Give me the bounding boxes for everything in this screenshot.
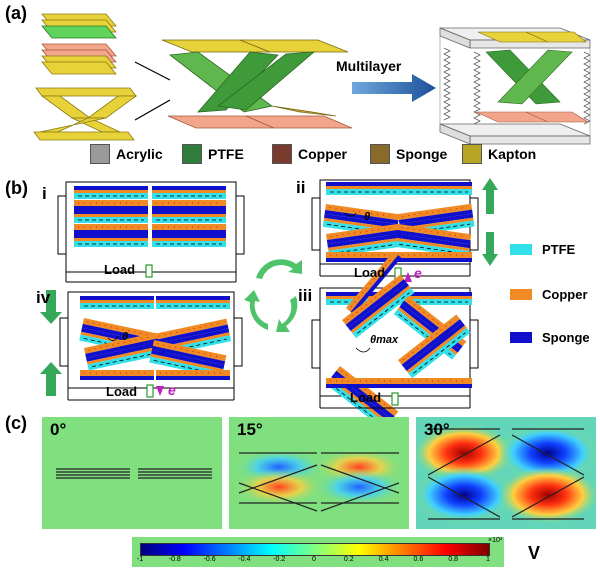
colorbar-tick: -0.6 [203,556,216,563]
state-iv-diagram [59,291,243,401]
potential-map-0deg: 0° [42,417,222,529]
legend-sponge-b-label: Sponge [542,330,590,345]
legend-ptfe-b-label: PTFE [542,242,576,257]
cycle-arrows [244,259,302,332]
legend-copper-b-label: Copper [542,287,588,302]
state-iii-label: iii [298,286,313,305]
colorbar-tick: -0.2 [273,556,286,563]
colorbar-tick: 1 [486,556,490,563]
theta-max-label: θmax [370,334,399,346]
legend-sponge-a-label: Sponge [396,146,448,162]
multilayer-device [439,27,591,145]
load-label-iv: Load [106,384,138,399]
legend-acrylic: Acrylic [90,144,163,164]
colorbar-tick: 0 [312,556,316,563]
colorbar-tick: 0.4 [378,556,389,563]
legend-copper-a: Copper [272,144,347,164]
legend-kapton: Kapton [462,144,536,164]
legend-kapton-label: Kapton [488,146,537,162]
colorbar-tick: -0.4 [238,556,251,563]
ptfe-b-swatch [510,244,532,255]
electron-label-ii: e [414,265,422,281]
state-i-diagram [57,181,245,283]
colorbar-tick: -0.8 [168,556,181,563]
panel-b-label: (b) [5,178,28,198]
kapton-swatch [462,144,482,164]
potential-map-30deg: 30° [416,417,596,529]
sponge-swatch [370,144,390,164]
multilayer-arrow [352,74,436,102]
colorbar-tick: -1 [136,556,144,563]
theta-label-ii: θ [364,211,371,223]
angle-15-label: 15° [237,420,263,439]
colorbar-unit: V [528,543,541,563]
panel-c-label: (c) [5,413,27,433]
legend-sponge-a: Sponge [370,144,447,164]
potential-map-15deg: 15° [229,417,409,529]
load-label-ii: Load [354,265,386,280]
legend-sponge-b: Sponge [510,330,590,345]
colorbar-tick: 0.2 [343,556,354,563]
state-ii-diagram [311,179,479,282]
legend-ptfe-a-label: PTFE [208,146,244,162]
sponge-b-swatch [510,332,532,343]
ptfe-swatch [182,144,202,164]
state-i-label: i [42,184,47,203]
electron-label-iv: e [168,382,176,398]
acrylic-swatch [90,144,110,164]
colorbar [140,543,490,556]
legend-acrylic-label: Acrylic [116,146,163,162]
angle-30-label: 30° [424,420,450,439]
electrodes-0deg [56,468,212,479]
state-iv-label: iv [36,288,51,307]
field-30deg [416,417,596,529]
angle-0-label: 0° [50,420,67,439]
legend-copper-a-label: Copper [298,146,347,162]
panel-a-label: (a) [5,3,27,23]
colorbar-tick: 0.8 [448,556,459,563]
legend-ptfe-b: PTFE [510,242,575,257]
legend-copper-b: Copper [510,287,588,302]
load-label-iii: Load [350,390,382,405]
state-ii-label: ii [296,178,306,197]
assembled-unit [161,39,353,129]
colorbar-exponent: ×10³ [488,537,503,544]
state-iii-diagram [311,250,479,431]
compression-arrows [40,178,498,396]
legend-ptfe-a: PTFE [182,144,244,164]
load-label-i: Load [104,262,136,277]
multilayer-label: Multilayer [336,58,402,74]
kapton-frame [33,87,138,141]
colorbar-tick: 0.6 [413,556,424,563]
theta-label-iv: θ [122,331,129,343]
exploded-layer-stack [41,13,117,75]
field-15deg [234,449,404,512]
copper-swatch [272,144,292,164]
copper-b-swatch [510,289,532,300]
